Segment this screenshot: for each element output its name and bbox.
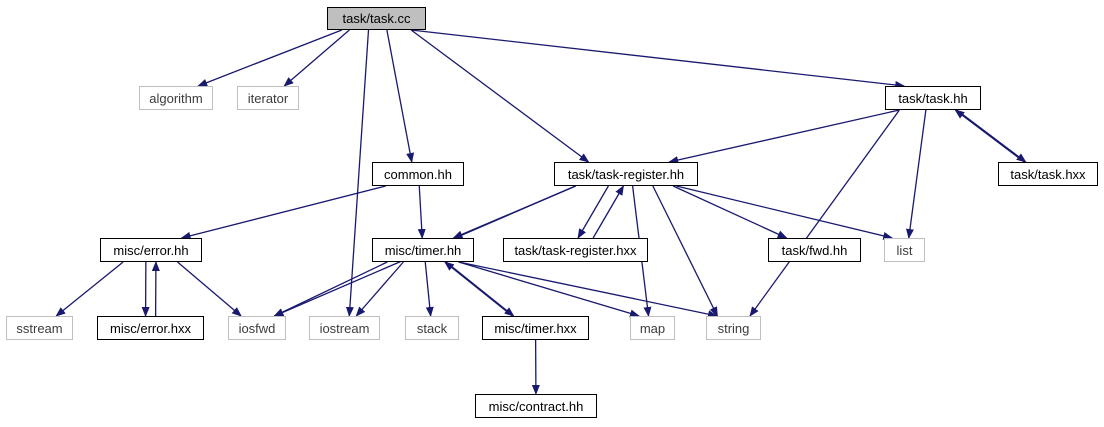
node-task-cc: task/task.cc [327, 7, 426, 30]
edge-task_register_hh-to-string [652, 185, 718, 317]
edge-task_cc-to-common_hh [386, 29, 415, 163]
node-task-fwd-hh[interactable]: task/fwd.hh [768, 238, 861, 262]
edge-task_cc-to-task_register_hh [410, 29, 590, 163]
edge-misc_timer_hh-to-iostream [355, 261, 404, 317]
node-label: map [639, 320, 666, 336]
edge-misc_timer_hh-to-iosfwd [273, 261, 388, 317]
edge-misc_error_hh-to-iosfwd [177, 261, 242, 317]
node-label: list [896, 242, 913, 258]
edge-task_hh-to-task_register_hh [668, 109, 900, 164]
node-misc-timer-hh[interactable]: misc/timer.hh [372, 238, 474, 262]
node-label: task/task.cc [342, 11, 411, 26]
node-label: task/fwd.hh [781, 242, 848, 258]
node-misc-contract-hh[interactable]: misc/contract.hh [475, 394, 597, 418]
edge-task_cc-to-algorithm [197, 29, 343, 87]
edge-task_register_hh-to-misc_timer_hh [452, 185, 576, 239]
edge-task_hh-to-task_hxx [956, 109, 1027, 163]
edge-task_register_hh-to-task_fwd_hh [672, 185, 788, 239]
edge-task_register_hh-to-task_register_hxx [577, 185, 609, 239]
node-label: iosfwd [238, 320, 276, 336]
node-task-hxx[interactable]: task/task.hxx [998, 162, 1098, 186]
edge-misc_timer_hxx-to-misc_timer_hh [444, 261, 513, 317]
edge-misc_timer_hh-to-stack [424, 261, 434, 317]
node-label: misc/timer.hh [384, 242, 462, 258]
node-label: sstream [16, 320, 63, 336]
node-task-register-hxx[interactable]: task/task-register.hxx [503, 238, 648, 262]
edge-misc_timer_hh-to-misc_timer_hxx [445, 261, 515, 317]
node-label: string [717, 320, 750, 336]
node-misc-error-hh[interactable]: misc/error.hh [100, 238, 202, 262]
node-label: misc/error.hxx [110, 320, 191, 336]
edge-task_cc-to-iostream [345, 29, 370, 317]
edge-misc_timer_hh-to-string [458, 261, 718, 319]
node-misc-error-hxx[interactable]: misc/error.hxx [97, 316, 204, 340]
edge-misc_error_hh-to-sstream [55, 261, 124, 317]
node-label: misc/error.hh [113, 242, 189, 258]
edge-task_hh-to-string [749, 109, 900, 317]
node-iosfwd: iosfwd [228, 316, 286, 340]
node-task-register-hh[interactable]: task/task-register.hh [554, 162, 698, 186]
edge-task_hh-to-list [906, 109, 927, 239]
node-algorithm: algorithm [139, 86, 213, 110]
node-list: list [884, 238, 925, 262]
node-label: stack [416, 320, 448, 336]
node-string: string [706, 316, 761, 340]
node-label: misc/timer.hxx [494, 320, 577, 336]
node-task-hh[interactable]: task/task.hh [885, 86, 981, 110]
node-label: common.hh [384, 166, 452, 182]
edge-task_hxx-to-task_hh [954, 109, 1025, 163]
node-label: task/task-register.hxx [514, 242, 637, 258]
node-label: task/task.hxx [1010, 166, 1086, 182]
node-label: algorithm [149, 90, 203, 106]
edge-common_hh-to-misc_error_hh [180, 185, 386, 240]
node-label: misc/contract.hh [488, 398, 584, 414]
node-iostream: iostream [309, 316, 380, 340]
node-label: task/task-register.hh [567, 166, 685, 182]
node-iterator: iterator [237, 86, 299, 110]
node-stack: stack [405, 316, 459, 340]
edge-task_cc-to-iterator [283, 29, 350, 87]
edge-common_hh-to-misc_timer_hh [417, 185, 426, 239]
edge-task_cc-to-task_hh [411, 29, 906, 89]
node-label: iostream [319, 320, 370, 336]
edge-task_register_hh-to-list [676, 185, 894, 240]
edge-task_register_hxx-to-task_register_hh [592, 185, 624, 239]
node-common-hh[interactable]: common.hh [372, 162, 464, 186]
node-map: map [630, 316, 675, 340]
node-label: task/task.hh [898, 90, 968, 106]
node-sstream: sstream [6, 316, 73, 340]
node-label: iterator [247, 90, 289, 106]
edge-misc_timer_hh-to-map [458, 261, 640, 318]
node-misc-timer-hxx[interactable]: misc/timer.hxx [482, 316, 589, 340]
